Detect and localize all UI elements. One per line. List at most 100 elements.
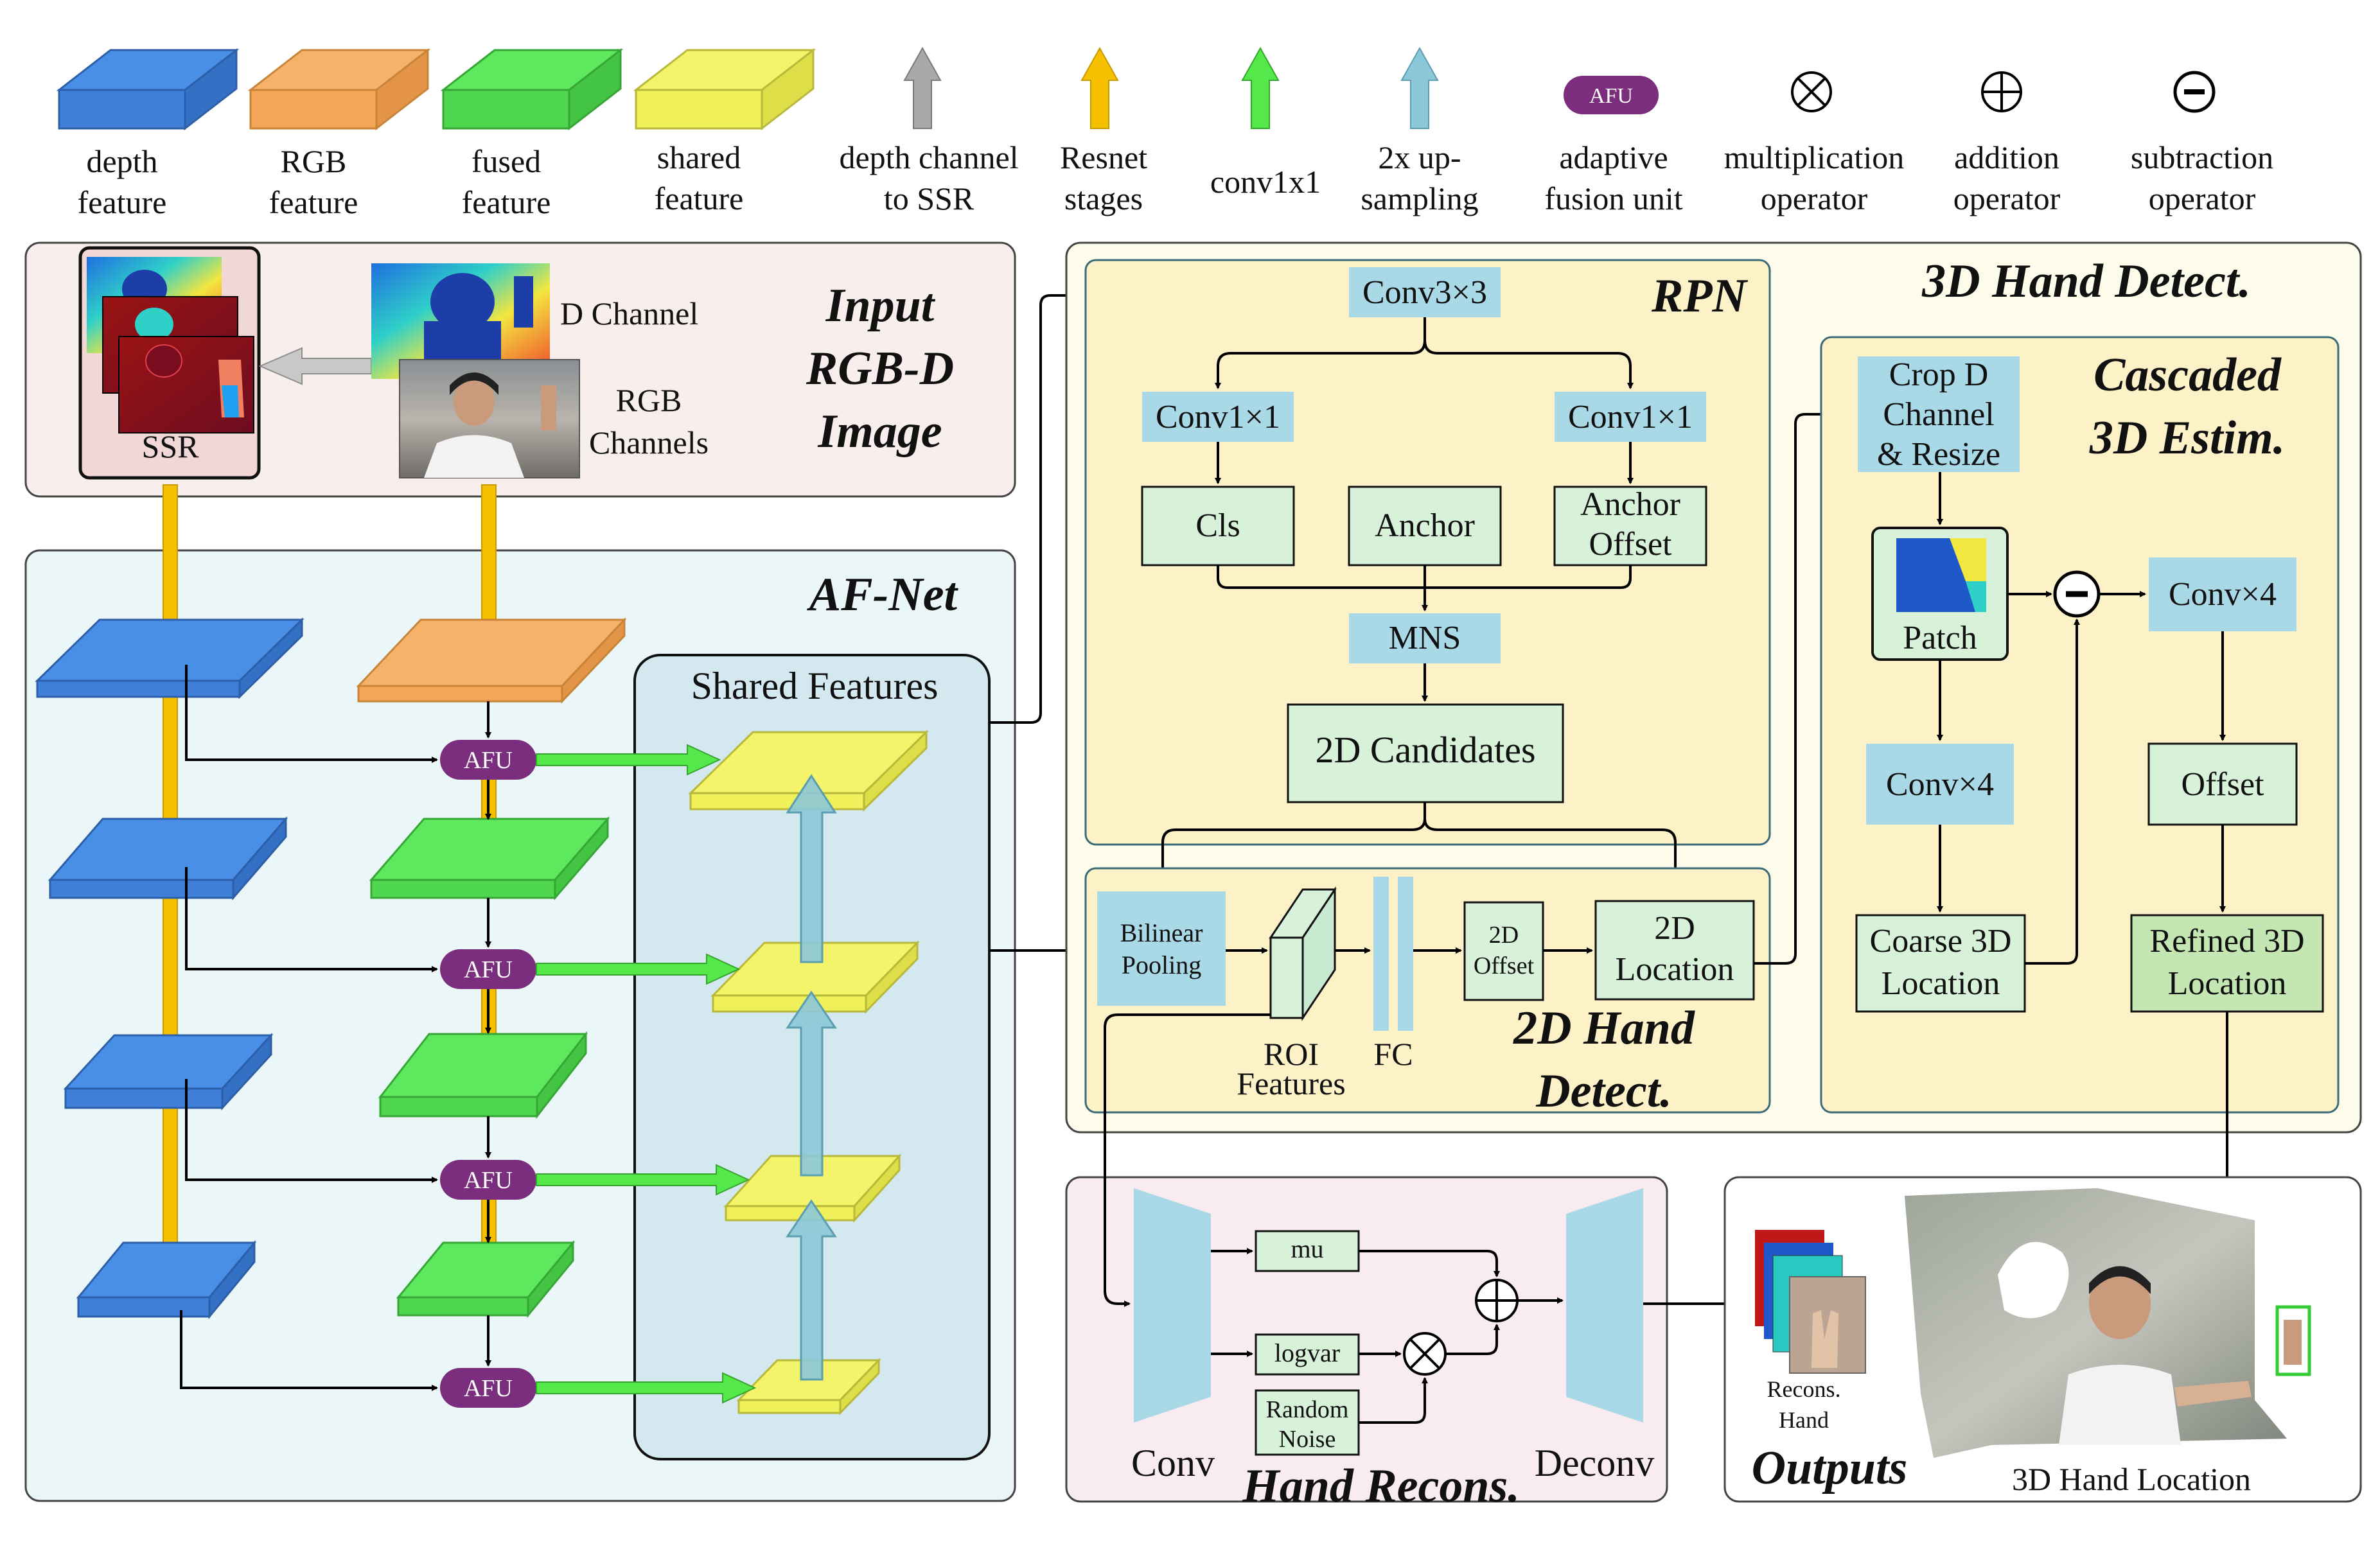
add-operator xyxy=(1475,1279,1519,1322)
detected-hand-box xyxy=(2275,1305,2311,1376)
coarse-3d-box xyxy=(1855,914,2026,1013)
afnet-panel: AF-Net Shared Features xyxy=(24,484,1016,1502)
multiply-circle-icon xyxy=(1791,71,1832,112)
conv4-left-box xyxy=(1866,744,2014,825)
svg-text:mu: mu xyxy=(1291,1234,1323,1263)
svg-text:Conv1×1: Conv1×1 xyxy=(1156,399,1280,435)
svg-text:AFU: AFU xyxy=(464,747,513,774)
2d-location-box xyxy=(1594,900,1755,1001)
gray-arrow-icon xyxy=(903,46,942,129)
svg-text:Anchor: Anchor xyxy=(1375,507,1475,544)
svg-text:Conv×4: Conv×4 xyxy=(2169,576,2277,613)
upsampling-arrows xyxy=(786,774,837,1381)
minus-circle-icon xyxy=(2173,71,2216,113)
roi-features-cube xyxy=(1269,886,1337,1021)
recons-title: Hand Recons. xyxy=(1242,1460,1520,1512)
point-cloud-image xyxy=(1905,1188,2311,1458)
deconv-label: Deconv xyxy=(1535,1442,1655,1484)
random-noise-box xyxy=(1255,1389,1360,1456)
rpn-title: RPN xyxy=(1651,270,1749,322)
shared-features-title: Shared Features xyxy=(691,665,939,707)
svg-text:AFU: AFU xyxy=(464,956,513,983)
legend-upsampling: 2x up-sampling xyxy=(1361,46,1479,216)
green-arrow-icon xyxy=(1241,46,1280,129)
depth-afu-connectors xyxy=(180,665,491,1391)
svg-text:Patch: Patch xyxy=(1903,620,1977,656)
fc-bar-right xyxy=(1398,877,1413,1031)
conv4-right-box xyxy=(2149,557,2296,631)
subtract-operator xyxy=(2053,570,2101,618)
rpn-connectors xyxy=(1159,317,1679,898)
conv1x1-left-box xyxy=(1142,392,1294,442)
plus-circle-icon xyxy=(1981,71,2022,112)
d-channel-label: D Channel xyxy=(560,295,698,331)
conv3x3-box xyxy=(1349,267,1501,317)
svg-text:Offset: Offset xyxy=(2181,766,2264,803)
legend-label: conv1x1 xyxy=(1210,164,1321,200)
recons-hand-images xyxy=(1755,1230,1866,1374)
svg-text:Cls: Cls xyxy=(1195,507,1240,544)
fc-label: FC xyxy=(1373,1036,1413,1072)
svg-text:MNS: MNS xyxy=(1389,620,1461,656)
rgb-fused-slabs xyxy=(356,617,627,1319)
conv1x1-arrows xyxy=(536,744,757,1404)
location-caption: 3D Hand Location xyxy=(2012,1461,2251,1497)
svg-text:2D Candidates: 2D Candidates xyxy=(1315,729,1535,771)
legend-conv1x1: conv1x1 xyxy=(1210,46,1321,200)
anchor-offset-box xyxy=(1553,486,1707,566)
patch-depth-image xyxy=(1896,538,1986,612)
afu-units: AFU AFU AFU AFU xyxy=(440,740,536,1408)
conv1x1-right-box xyxy=(1555,392,1706,442)
shared-to-rpn-connector xyxy=(989,292,1344,724)
hand2d-connectors xyxy=(1226,411,1851,965)
recons-hand-label: Recons.Hand xyxy=(1767,1376,1841,1433)
outputs-title: Outputs xyxy=(1752,1442,1908,1494)
fc-bar-left xyxy=(1373,877,1389,1031)
cascaded-connectors xyxy=(1937,472,2230,1210)
afu-badge-icon xyxy=(1564,76,1659,114)
multiply-operator xyxy=(1403,1332,1447,1376)
bilinear-pooling-box xyxy=(1097,891,1226,1006)
detect3d-panel: 3D Hand Detect. RPN Conv3×3 Conv1×1 Conv… xyxy=(1065,241,2362,1210)
svg-text:AFU: AFU xyxy=(464,1167,513,1194)
crop-resize-box xyxy=(1858,356,2020,472)
mns-box xyxy=(1349,613,1501,663)
svg-text:AFU: AFU xyxy=(464,1375,513,1402)
ssr-image-stack xyxy=(87,257,254,434)
svg-text:AFU: AFU xyxy=(1589,84,1633,108)
rgb-image xyxy=(399,359,580,478)
anchor-box xyxy=(1348,486,1502,566)
legend-label: 2x up-sampling xyxy=(1361,139,1478,216)
svg-text:Conv3×3: Conv3×3 xyxy=(1362,274,1487,311)
svg-text:Conv1×1: Conv1×1 xyxy=(1568,399,1693,435)
